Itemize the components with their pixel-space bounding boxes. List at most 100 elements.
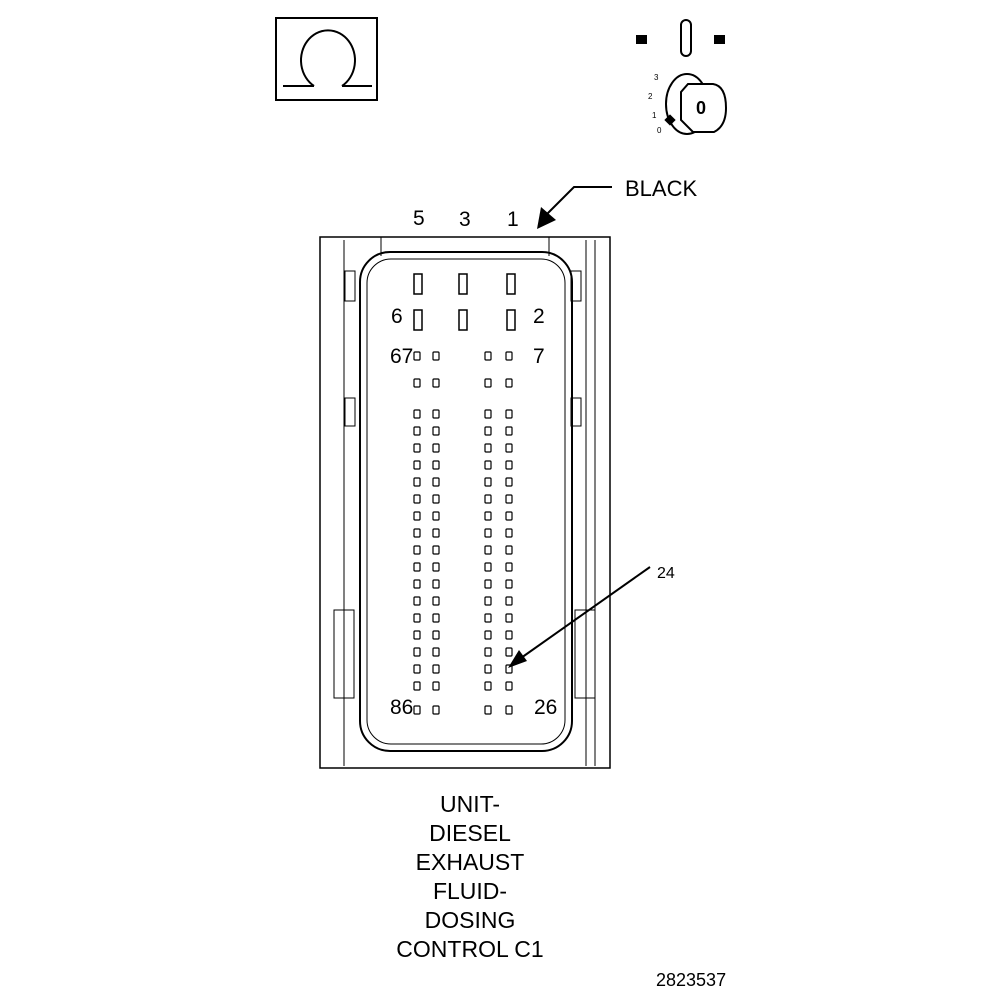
pin-label-1: 1 [507, 208, 519, 231]
small-pin-cavity [413, 528, 421, 538]
small-pin-cavity [505, 494, 513, 504]
small-pin-cavity [413, 351, 421, 361]
small-pin-cavity [432, 647, 440, 657]
pin-label-5: 5 [413, 207, 425, 230]
small-pin-cavity [484, 409, 492, 419]
small-pin-cavity [432, 426, 440, 436]
figure-id: 2823537 [656, 970, 727, 990]
small-pin-cavity [505, 596, 513, 606]
caption-line: FLUID- [432, 878, 508, 904]
connector-housing [319, 236, 611, 769]
ignition-key-label: 0 [696, 98, 706, 118]
pin-label-3: 3 [459, 208, 471, 231]
small-pin-cavity [484, 443, 492, 453]
small-pin-cavity [505, 528, 513, 538]
small-pin-cavity [505, 378, 513, 388]
pin-label-24: 24 [657, 565, 675, 582]
small-pin-cavity [505, 426, 513, 436]
pin-label-6: 6 [391, 305, 403, 328]
small-pin-cavity [505, 705, 513, 715]
pin-labels: 5 3 1 6 2 67 7 86 26 [390, 207, 557, 719]
small-pin-cavity [505, 443, 513, 453]
small-pin-cavity [505, 477, 513, 487]
pin-label-7: 7 [533, 345, 545, 368]
small-pin-cavity [432, 664, 440, 674]
connector-color-label: BLACK [625, 176, 697, 201]
small-pin-cavity [505, 681, 513, 691]
pin-label-86: 86 [390, 696, 413, 719]
ignition-position-2: 2 [648, 92, 653, 101]
small-pin-cavity [413, 579, 421, 589]
omega-icon [275, 17, 378, 101]
small-pin-cavity [505, 511, 513, 521]
small-pin-cavity [432, 562, 440, 572]
ignition-position-0: 0 [657, 126, 662, 135]
small-pin-cavity [432, 528, 440, 538]
small-pin-cavity [484, 613, 492, 623]
connector-caption: UNIT- DIESEL EXHAUST FLUID- DOSING CONTR… [330, 790, 610, 964]
pin-label-67: 67 [390, 345, 413, 368]
pin-cavity-1 [506, 273, 516, 295]
small-pin-cavity [484, 545, 492, 555]
ignition-position-1: 1 [652, 111, 657, 120]
pin-label-26: 26 [534, 696, 557, 719]
large-pin-cavities [413, 273, 516, 331]
small-pin-cavity [484, 647, 492, 657]
small-pin-cavity [413, 681, 421, 691]
connector-color-callout: BLACK [537, 176, 697, 229]
small-pin-cavity [505, 664, 513, 674]
small-pin-cavity [413, 545, 421, 555]
small-pin-cavity [432, 705, 440, 715]
small-pin-cavity [505, 647, 513, 657]
small-pin-cavity [432, 494, 440, 504]
small-pin-cavity [484, 426, 492, 436]
pin-cavity-5 [413, 273, 423, 295]
small-pin-cavity [505, 460, 513, 470]
small-pin-cavity [413, 562, 421, 572]
small-pin-cavity [484, 630, 492, 640]
small-pin-cavity [432, 681, 440, 691]
small-pin-cavity [484, 351, 492, 361]
pin-cavity-4 [458, 309, 468, 331]
small-pin-cavity [505, 545, 513, 555]
small-pin-cavity [484, 511, 492, 521]
small-pin-cavity [432, 378, 440, 388]
small-pin-cavity [432, 630, 440, 640]
caption-line: DOSING [424, 907, 516, 933]
small-pin-cavity [413, 460, 421, 470]
small-pin-cavity [432, 596, 440, 606]
pin-24-callout: 24 [508, 565, 675, 668]
small-pin-cavity [413, 647, 421, 657]
small-pin-cavity [432, 443, 440, 453]
caption-line: CONTROL C1 [396, 936, 544, 962]
small-pin-cavity [484, 528, 492, 538]
small-pin-cavity [484, 562, 492, 572]
small-pin-cavity [484, 477, 492, 487]
small-pin-cavity [413, 443, 421, 453]
pin-cavity-3 [458, 273, 468, 295]
small-pin-cavity [505, 562, 513, 572]
small-pin-cavity [484, 596, 492, 606]
small-pin-cavity [432, 477, 440, 487]
small-pin-cavity [413, 378, 421, 388]
small-pin-cavity [505, 579, 513, 589]
small-pin-cavity [484, 460, 492, 470]
small-pin-cavity [432, 409, 440, 419]
small-pin-cavity [432, 579, 440, 589]
small-pin-cavity [484, 664, 492, 674]
small-pin-cavity [432, 545, 440, 555]
pin-cavity-2 [506, 309, 516, 331]
small-pin-cavity [413, 664, 421, 674]
ignition-position-3: 3 [654, 73, 659, 82]
small-pin-cavity [432, 460, 440, 470]
small-pin-cavity [505, 613, 513, 623]
caption-line: DIESEL [429, 820, 511, 846]
small-pin-cavity [413, 613, 421, 623]
small-pin-cavity [413, 630, 421, 640]
pin-cavity-6 [413, 309, 423, 331]
small-pin-cavity [505, 630, 513, 640]
small-pin-cavity [432, 351, 440, 361]
small-pin-cavity [484, 378, 492, 388]
small-pin-cavity [413, 596, 421, 606]
